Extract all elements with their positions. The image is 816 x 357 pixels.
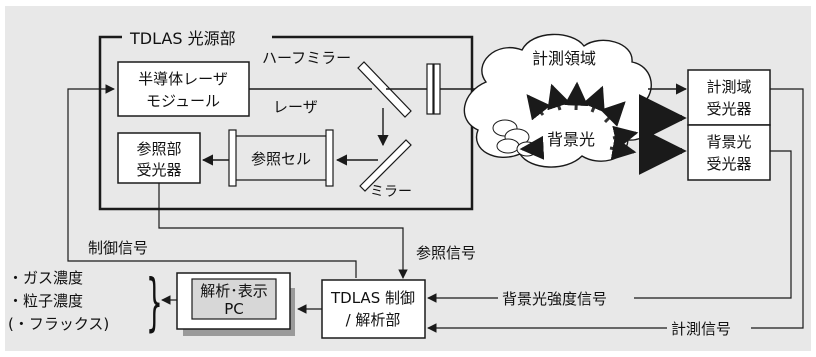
reference-cell-left-window xyxy=(228,129,237,187)
output-item-1: ・ガス濃度 xyxy=(8,269,83,287)
reference-signal-line xyxy=(158,183,408,279)
window-right xyxy=(433,63,441,115)
measurement-signal-label: 計測信号 xyxy=(671,320,731,338)
half-mirror-label: ハーフミラー xyxy=(262,49,351,67)
reference-signal-label: 参照信号 xyxy=(416,244,476,262)
ray-1 xyxy=(526,94,551,121)
pc-screen xyxy=(191,278,277,320)
ray-7 xyxy=(609,136,637,161)
laser-module-line2: モジュール xyxy=(146,92,220,110)
pc-line1: 解析･表示 xyxy=(200,282,268,300)
background-light-label: 背景光 xyxy=(547,130,595,149)
measure-receiver-line1: 計測域 xyxy=(706,78,751,96)
reference-receiver-line2: 受光器 xyxy=(136,161,181,179)
controller-box xyxy=(321,279,426,339)
bg-intensity-label-mask xyxy=(498,289,634,307)
source-unit-title-bg xyxy=(122,28,272,48)
measure-receiver-line2: 受光器 xyxy=(706,100,751,118)
mirror-label: ミラー xyxy=(370,184,412,200)
reference-cell-label: 参照セル xyxy=(251,150,311,168)
measure-receiver-box xyxy=(687,69,771,126)
output-item-2: ・粒子濃度 xyxy=(8,292,83,310)
ray-8 xyxy=(519,135,545,160)
controller-line2: / 解析部 xyxy=(346,311,401,329)
source-unit-title: TDLAS 光源部 xyxy=(129,29,236,48)
control-signal-line xyxy=(67,84,357,278)
reference-receiver-line1: 参照部 xyxy=(136,140,181,158)
measurement-signal-line xyxy=(427,88,804,333)
pc-line2: PC xyxy=(224,300,244,318)
bg-receiver-line1: 背景光 xyxy=(706,133,751,151)
bg-receiver-box xyxy=(687,124,771,181)
bg-bubble-3 xyxy=(496,138,520,154)
measurement-region-label: 計測領域 xyxy=(532,49,596,68)
half-mirror xyxy=(357,61,412,118)
laser-label: レーザ xyxy=(273,98,318,116)
controller-line1: TDLAS 制御 xyxy=(330,289,415,307)
ray-2 xyxy=(547,83,571,111)
reference-receiver-box xyxy=(117,132,201,184)
measurement-label-mask xyxy=(667,319,751,337)
bg-intensity-signal-label: 背景光強度信号 xyxy=(502,290,607,308)
ray-3 xyxy=(564,81,589,111)
mirror xyxy=(359,139,412,192)
background-light-rays xyxy=(519,81,639,161)
ray-4 xyxy=(582,85,605,113)
control-signal-label: 制御信号 xyxy=(88,239,148,257)
window-left xyxy=(426,63,434,115)
laser-module-box xyxy=(117,61,250,117)
bg-receiver-line2: 受光器 xyxy=(706,155,751,173)
reference-cell-right-window xyxy=(325,129,334,187)
ray-5 xyxy=(600,101,626,127)
laser-module-line1: 半導体レーザ xyxy=(138,70,228,88)
output-item-3: (・フラックス) xyxy=(8,315,109,333)
outputs-brace: } xyxy=(146,267,163,339)
